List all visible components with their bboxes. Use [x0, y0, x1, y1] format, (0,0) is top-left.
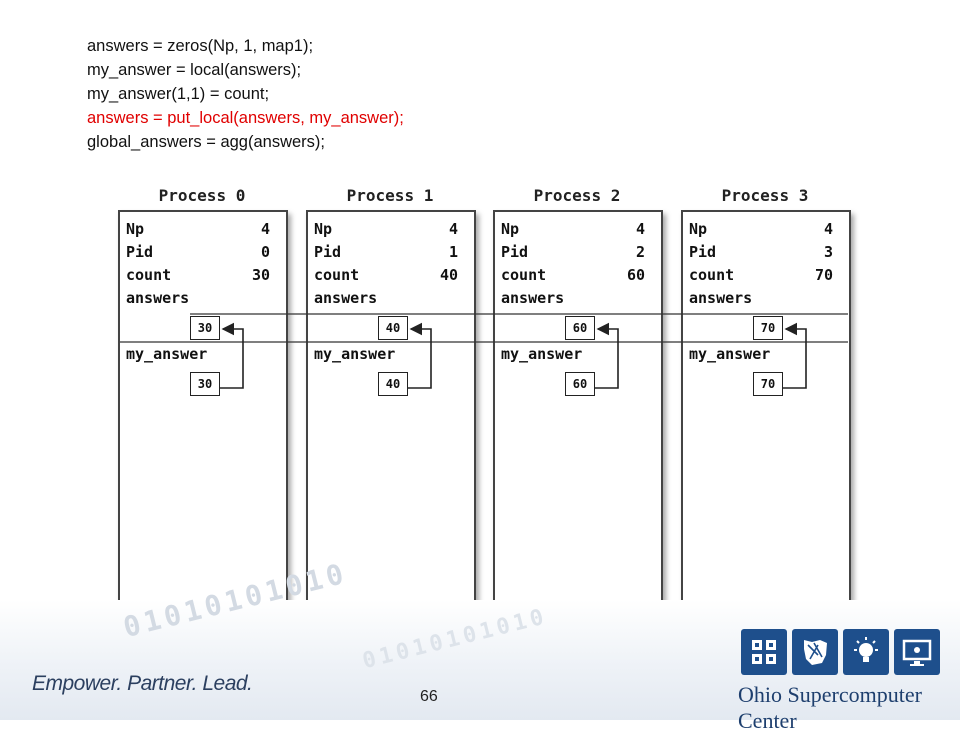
pid-label: Pid [126, 243, 154, 261]
pid-label: Pid [689, 243, 717, 261]
osc-logo [741, 629, 940, 675]
count-value: 30 [251, 266, 270, 284]
pid-value: 1 [448, 243, 458, 261]
count-label: count [314, 266, 360, 284]
ohio-state-icon [792, 629, 838, 675]
np-value: 4 [260, 220, 270, 238]
answers-cell: 40 [378, 316, 408, 340]
answers-cell: 70 [753, 316, 783, 340]
code-line: my_answer = local(answers); [87, 61, 302, 79]
answers-label: answers [314, 289, 378, 307]
answers-label: answers [126, 289, 190, 307]
code-line: my_answer(1,1) = count; [87, 85, 270, 103]
np-value: 4 [823, 220, 833, 238]
monitor-icon [894, 629, 940, 675]
pid-value: 0 [260, 243, 270, 261]
my-answer-label: my_answer [314, 345, 396, 363]
answers-label: answers [689, 289, 753, 307]
process-title: Process 1 [346, 186, 434, 205]
my-answer-label: my_answer [126, 345, 208, 363]
my-answer-cell: 30 [190, 372, 220, 396]
process-title: Process 2 [533, 186, 621, 205]
code-line: global_answers = agg(answers); [87, 133, 326, 151]
my-answer-label: my_answer [501, 345, 583, 363]
count-value: 40 [439, 266, 458, 284]
count-value: 70 [814, 266, 833, 284]
count-label: count [126, 266, 172, 284]
pid-label: Pid [501, 243, 529, 261]
org-name: Ohio Supercomputer Center [738, 682, 922, 733]
answers-cell: 60 [565, 316, 595, 340]
code-line-highlighted: answers = put_local(answers, my_answer); [87, 109, 404, 127]
count-label: count [501, 266, 547, 284]
my-answer-label: my_answer [689, 345, 771, 363]
lightbulb-icon [843, 629, 889, 675]
answers-cell: 30 [190, 316, 220, 340]
np-label: Np [689, 220, 708, 238]
tagline: Empower. Partner. Lead. [32, 672, 253, 695]
pid-value: 3 [823, 243, 833, 261]
process-box [306, 210, 476, 606]
np-value: 4 [448, 220, 458, 238]
process-title: Process 3 [721, 186, 809, 205]
answers-label: answers [501, 289, 565, 307]
page-number: 66 [420, 688, 438, 705]
count-label: count [689, 266, 735, 284]
np-label: Np [501, 220, 520, 238]
pid-label: Pid [314, 243, 342, 261]
process-title: Process 0 [158, 186, 246, 205]
np-value: 4 [635, 220, 645, 238]
my-answer-cell: 60 [565, 372, 595, 396]
my-answer-cell: 40 [378, 372, 408, 396]
my-answer-cell: 70 [753, 372, 783, 396]
process-box [493, 210, 663, 606]
chip-grid-icon [741, 629, 787, 675]
code-block: answers = zeros(Np, 1, map1); my_answer … [87, 34, 404, 154]
pid-value: 2 [635, 243, 645, 261]
count-value: 60 [626, 266, 645, 284]
np-label: Np [314, 220, 333, 238]
code-line: answers = zeros(Np, 1, map1); [87, 37, 314, 55]
np-label: Np [126, 220, 145, 238]
